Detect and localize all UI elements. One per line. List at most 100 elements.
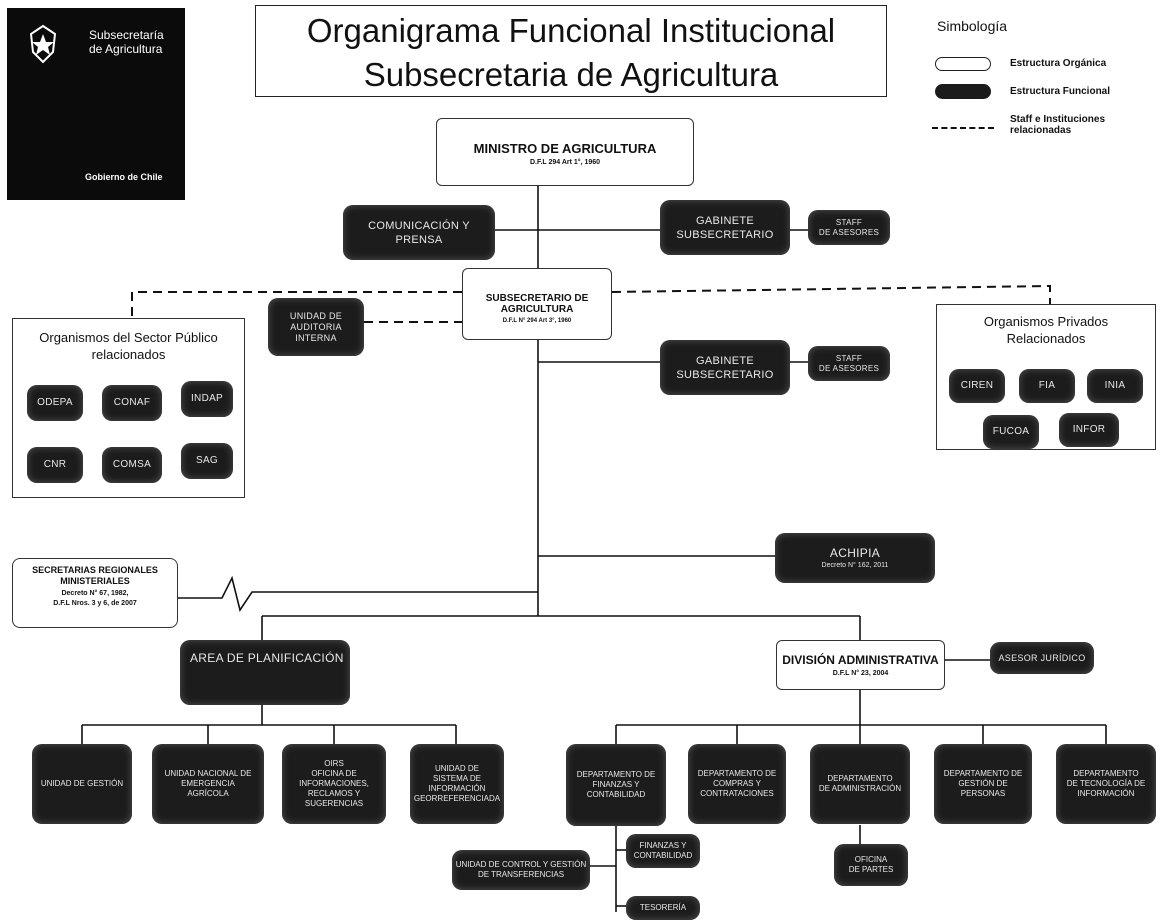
plan-unit-emergencia: UNIDAD NACIONAL DE EMERGENCIA AGRÍCOLA <box>152 744 264 824</box>
private-org-fia: FIA <box>1019 369 1075 403</box>
tesoreria-title: TESORERÍA <box>639 903 687 912</box>
seremi-line3: Decreto N° 67, 1982, <box>61 590 129 597</box>
oficina-partes-line2: DE PARTES <box>848 865 894 874</box>
private-org-fia-label: FIA <box>1038 380 1056 391</box>
public-sector-title-line1: Organismos del Sector Público <box>39 330 218 345</box>
private-sector-title-line1: Organismos Privados <box>983 314 1109 329</box>
dept-administracion: DEPARTAMENTO DE ADMINISTRACIÓN <box>810 744 910 824</box>
achipia-box: ACHIPIA Decreto N° 162, 2011 <box>775 533 935 583</box>
plan-unit-oirs-line5: SUGERENCIAS <box>304 799 364 808</box>
finanzas-sub-line2: CONTABILIDAD <box>633 851 693 860</box>
comunicacion-box: COMUNICACIÓN Y PRENSA <box>343 205 495 260</box>
public-org-sag: SAG <box>181 443 233 479</box>
logo-line1: Subsecretaría <box>89 28 164 42</box>
dept-personas-line1: DEPARTAMENTO DE <box>943 769 1023 778</box>
plan-unit-oirs-line3: INFORMACIONES, <box>299 779 369 788</box>
dept-tecnologia-line3: INFORMACIÓN <box>1077 789 1135 798</box>
private-org-fucoa: FUCOA <box>983 415 1039 449</box>
dept-compras-line2: COMPRAS Y <box>713 779 761 788</box>
plan-unit-sig: UNIDAD DE SISTEMA DE INFORMACIÓN GEORREF… <box>410 744 504 824</box>
staff2-line2: DE ASESORES <box>818 363 880 373</box>
private-sector-panel: Organismos Privados Relacionados CIREN F… <box>936 304 1156 450</box>
public-org-indap: INDAP <box>181 381 233 417</box>
public-org-indap-label: INDAP <box>190 393 224 404</box>
asesor-box: ASESOR JURÍDICO <box>990 642 1094 674</box>
minister-sub: D.F.L 294 Art 1°, 1960 <box>529 159 601 166</box>
staff1-line2: DE ASESORES <box>818 227 880 237</box>
plan-unit-oirs-line4: RECLAMOS Y <box>307 789 361 798</box>
dept-finanzas: DEPARTAMENTO DE FINANZAS Y CONTABILIDAD <box>566 744 666 826</box>
dept-compras: DEPARTAMENTO DE COMPRAS Y CONTRATACIONES <box>688 744 786 824</box>
subsecretario-box: SUBSECRETARIO DE AGRICULTURA D.F.L N° 29… <box>462 268 612 340</box>
plan-unit-oirs: OIRS OFICINA DE INFORMACIONES, RECLAMOS … <box>282 744 386 824</box>
dept-compras-line3: CONTRATACIONES <box>700 789 774 798</box>
plan-unit-emergencia-line1: UNIDAD NACIONAL DE <box>164 769 252 778</box>
minister-title: MINISTRO DE AGRICULTURA <box>473 141 657 156</box>
legend-functional-shape <box>935 84 991 99</box>
division-box: DIVISIÓN ADMINISTRATIVA D.F.L N° 23, 200… <box>776 640 945 690</box>
dept-finanzas-line2: FINANZAS Y <box>592 780 640 789</box>
legend-staff-line1: Staff e Instituciones <box>1010 114 1106 125</box>
plan-unit-sig-line3: INFORMACIÓN <box>428 784 486 793</box>
achipia-title: ACHIPIA <box>829 546 881 560</box>
public-org-cnr: CNR <box>27 447 83 483</box>
legend-organic-shape <box>935 57 991 71</box>
legend-functional-label: Estructura Funcional <box>1010 86 1111 97</box>
logo: Subsecretaría de Agricultura Gobierno de… <box>7 8 185 200</box>
plan-unit-sig-line4: GEORREFERENCIADA <box>413 794 501 803</box>
auditoria-line1: UNIDAD DE <box>289 310 343 321</box>
private-org-infor: INFOR <box>1059 413 1119 447</box>
public-org-sag-label: SAG <box>195 455 219 466</box>
plan-unit-emergencia-line3: AGRÍCOLA <box>187 789 229 798</box>
staff1-box: STAFF DE ASESORES <box>808 210 890 245</box>
coat-of-arms-icon <box>29 24 57 64</box>
public-org-cnr-label: CNR <box>43 459 67 470</box>
private-org-ciren-label: CIREN <box>960 380 994 391</box>
legend-staff-line2: relacionadas <box>1010 125 1072 136</box>
public-org-comsa-label: COMSA <box>112 459 152 470</box>
oficina-partes-box: OFICINA DE PARTES <box>834 844 908 886</box>
gabinete1-line2: SUBSECRETARIO <box>676 228 774 241</box>
finanzas-sub-box: FINANZAS Y CONTABILIDAD <box>626 834 700 868</box>
legend-staff-dash <box>932 127 994 129</box>
legend-staff-label: Staff e Instituciones relacionadas <box>1010 114 1105 136</box>
asesor-title: ASESOR JURÍDICO <box>998 653 1086 663</box>
auditoria-line2: AUDITORIA <box>290 321 342 332</box>
page-title: Organigrama Funcional Institucional Subs… <box>255 5 887 97</box>
tesoreria-box: TESORERÍA <box>626 896 700 920</box>
private-sector-title-line2: Relacionados <box>1006 331 1086 346</box>
dept-administracion-line2: DE ADMINISTRACIÓN <box>818 784 902 793</box>
plan-unit-gestion-line1: UNIDAD DE GESTIÓN <box>40 779 124 788</box>
logo-line2: de Agricultura <box>89 42 163 56</box>
public-org-conaf-label: CONAF <box>113 397 151 408</box>
plan-unit-sig-line1: UNIDAD DE <box>434 764 479 773</box>
seremi-line2: MINISTERIALES <box>60 576 130 586</box>
gabinete1-box: GABINETE SUBSECRETARIO <box>660 200 790 255</box>
private-org-inia-label: INIA <box>1104 380 1126 391</box>
planificacion-box: AREA DE PLANIFICACIÓN <box>180 640 350 705</box>
division-sub: D.F.L N° 23, 2004 <box>832 670 889 677</box>
auditoria-line3: INTERNA <box>295 332 337 343</box>
control-unit-line1: UNIDAD DE CONTROL Y GESTIÓN <box>455 860 587 869</box>
control-unit-line2: DE TRANSFERENCIAS <box>477 870 565 879</box>
staff2-line1: STAFF <box>835 353 863 363</box>
subsecretario-sub: D.F.L N° 294 Art 3°, 1960 <box>502 318 572 324</box>
gabinete1-line1: GABINETE <box>695 214 755 227</box>
comunicacion-line1: COMUNICACIÓN Y <box>368 219 470 232</box>
comunicacion-line2: PRENSA <box>395 233 443 246</box>
dept-tecnologia: DEPARTAMENTO DE TECNOLOGÍA DE INFORMACIÓ… <box>1056 744 1156 824</box>
private-org-infor-label: INFOR <box>1072 424 1106 435</box>
dept-personas: DEPARTAMENTO DE GESTIÓN DE PERSONAS <box>934 744 1032 824</box>
legend-organic-label: Estructura Orgánica <box>1010 58 1107 69</box>
dept-tecnologia-line1: DEPARTAMENTO <box>1073 769 1139 778</box>
public-org-odepa-label: ODEPA <box>37 397 73 408</box>
division-title: DIVISIÓN ADMINISTRATIVA <box>782 653 939 667</box>
public-org-odepa: ODEPA <box>27 385 83 421</box>
dept-administracion-line1: DEPARTAMENTO <box>827 774 893 783</box>
dept-finanzas-line1: DEPARTAMENTO DE <box>576 770 656 779</box>
plan-unit-oirs-line2: OFICINA DE <box>311 769 357 778</box>
gabinete2-line2: SUBSECRETARIO <box>676 368 774 381</box>
gabinete2-line1: GABINETE <box>695 354 755 367</box>
seremi-box: SECRETARIAS REGIONALES MINISTERIALES Dec… <box>12 558 178 628</box>
